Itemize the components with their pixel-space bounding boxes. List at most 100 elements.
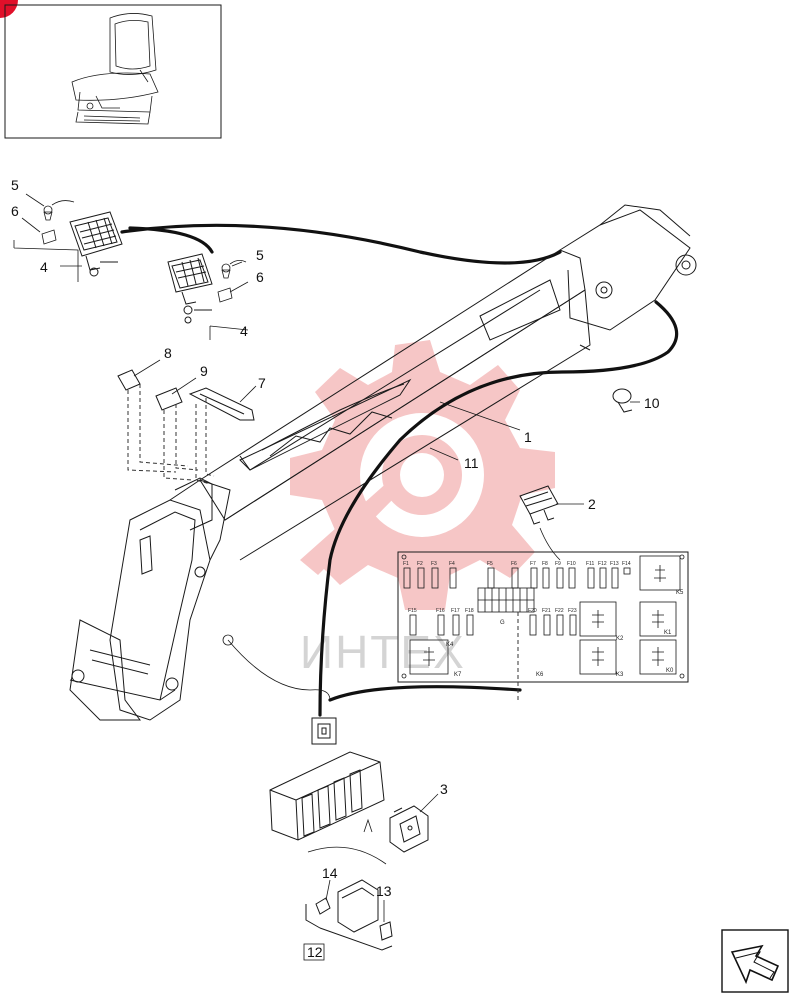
- callout-6: 6: [11, 203, 19, 219]
- fuse-label: F4: [449, 561, 455, 567]
- seat-inset: [4, 4, 222, 139]
- fuse-label: F15: [408, 608, 417, 614]
- ground-wire: [227, 639, 331, 701]
- relay-label: K3: [616, 672, 624, 678]
- harness-connector: [311, 717, 337, 745]
- center-connector: G: [477, 587, 535, 626]
- watermark-text: ИНТЕХ: [300, 626, 466, 678]
- connector-label: G: [500, 620, 505, 626]
- relay-label: K1: [664, 630, 672, 636]
- work-lamp-1: [69, 211, 123, 277]
- callout-labels: 5 6 4 5 6 4 8 9 7 10 1 11 2 3 14 13 12: [11, 177, 660, 961]
- callout-4: 4: [40, 259, 48, 275]
- relay-socket: [639, 555, 681, 591]
- callout-4: 4: [240, 323, 248, 339]
- callout-9: 9: [200, 363, 208, 379]
- fuse-label: F9: [555, 561, 561, 567]
- bulb-holder-5a: [43, 200, 75, 221]
- fuse-label: F10: [567, 561, 576, 567]
- fuse-slot: [437, 614, 445, 636]
- relay-label: K7: [454, 672, 462, 678]
- callout-5: 5: [11, 177, 19, 193]
- fuse-label: F21: [542, 608, 551, 614]
- fuse-slot: [452, 614, 460, 636]
- relay-socket: [409, 639, 449, 675]
- fuse-label: F2: [417, 561, 423, 567]
- fuse-label: F7: [530, 561, 536, 567]
- fuse-slot: [466, 614, 474, 636]
- fuse-label: F3: [431, 561, 437, 567]
- fuse-label: F5: [487, 561, 493, 567]
- seat-illustration: [71, 13, 159, 125]
- detail-arc: [307, 818, 387, 865]
- cable-harness: [120, 223, 679, 717]
- fuse-label: F18: [465, 608, 474, 614]
- next-page-arrow[interactable]: [721, 929, 789, 993]
- fuse-slot: [599, 567, 607, 589]
- callout-1: 1: [524, 429, 532, 445]
- cable-fusebox: [328, 685, 522, 702]
- callout-13: 13: [376, 883, 392, 899]
- cable-tie-10: [612, 388, 633, 413]
- switch-3: [389, 805, 429, 853]
- boom-arm: [199, 204, 697, 561]
- cable-lamp2: [128, 226, 214, 254]
- fuse-label: F13: [610, 561, 619, 567]
- relay-label: K6: [536, 672, 544, 678]
- callout-6: 6: [256, 269, 264, 285]
- work-lamp-2: [167, 253, 213, 324]
- right-fuse-row: F20 F21 F22 F23: [528, 608, 577, 636]
- relay-socket: [579, 601, 617, 637]
- fuse-slot: [542, 567, 550, 589]
- clip-6b: [217, 287, 233, 303]
- callout-12-box: [303, 943, 325, 961]
- fuse-slot: [568, 567, 576, 589]
- relay-label: K2: [616, 636, 624, 642]
- fuse-slot: [556, 614, 564, 636]
- fuse-label: F16: [436, 608, 445, 614]
- fuse-label: F14: [622, 561, 631, 567]
- callout-14: 14: [322, 865, 338, 881]
- fuse-label: F23: [568, 608, 577, 614]
- callout-8: 8: [164, 345, 172, 361]
- fuse-slot: [449, 567, 457, 589]
- callout-7: 7: [258, 375, 266, 391]
- callout-3: 3: [440, 781, 448, 797]
- fuse-slot: [543, 614, 551, 636]
- fuse-slot: [403, 567, 411, 589]
- fuse-label: F20: [528, 608, 537, 614]
- fuse-label: F22: [555, 608, 564, 614]
- fuse-slot: [587, 567, 595, 589]
- relay-label: K4: [446, 642, 454, 648]
- fuse-label: F6: [511, 561, 517, 567]
- bracket-9: [155, 387, 183, 411]
- support-frame: [69, 477, 231, 721]
- relay-socket: [639, 601, 677, 637]
- fuse-slot: [417, 567, 425, 589]
- clip-6a: [41, 229, 57, 245]
- mid-fuse-row: F15 F16 F17 F18: [408, 608, 474, 636]
- cable-11: [318, 300, 679, 717]
- cable-upper: [120, 223, 562, 265]
- relay-socket: [639, 639, 677, 675]
- callout-10: 10: [644, 395, 660, 411]
- relays: K5 K4 K2 K1 K7 K6 K3 K0: [409, 555, 684, 678]
- fuse-label: F17: [451, 608, 460, 614]
- fuse-label: F11: [586, 561, 594, 567]
- fuse-label: F8: [542, 561, 548, 567]
- fuse-slot: [530, 567, 538, 589]
- bracket-7: [188, 387, 255, 421]
- fuse-slot: [529, 614, 537, 636]
- switch-kit-12: [305, 879, 393, 951]
- fuse-label: F12: [598, 561, 607, 567]
- fuse-slot: [611, 567, 619, 589]
- bulb-holder-5b: [221, 260, 247, 279]
- fuse-slot: [556, 567, 564, 589]
- relay-label: K0: [666, 668, 674, 674]
- bracket-guides: [127, 384, 215, 485]
- relay-label: K5: [676, 590, 684, 596]
- fuse-slot: [431, 567, 439, 589]
- fuse-box: F1 F2 F3 F4 F5 F6 F7 F8 F9 F10 F11 F12 F…: [397, 551, 689, 700]
- fuse-slot: [409, 614, 417, 636]
